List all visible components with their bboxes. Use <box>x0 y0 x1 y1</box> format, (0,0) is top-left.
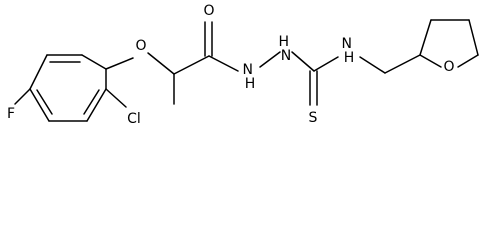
ether-to-ch-bond <box>147 52 175 75</box>
atom-label-ether-oxygen: O <box>135 38 146 54</box>
atom-label-carbonyl-oxygen: O <box>203 3 214 19</box>
ether-oxygen-text: O <box>135 38 146 54</box>
thione-sulfur-text: S <box>309 110 318 126</box>
thione-double-bond <box>309 70 318 106</box>
atom-label-thione-sulfur: S <box>309 110 318 126</box>
fluorine-text: F <box>7 106 15 122</box>
benzene-ring <box>29 54 107 122</box>
tetrahydrofuran-ring <box>419 19 479 68</box>
hydrazide-nh-lower-text: N H <box>243 62 258 92</box>
ch-to-carbonyl-bond <box>173 55 210 75</box>
ring-to-fluoro-bond <box>14 88 31 105</box>
ring-oxygen-text: O <box>443 59 454 75</box>
atom-label-hydrazide-nh-lower: N H <box>243 62 258 92</box>
nh-to-ch2-bond <box>359 56 386 74</box>
thiocarbonyl-to-nh-bond <box>313 56 339 72</box>
carbonyl-oxygen-text: O <box>203 3 214 19</box>
thioamide-nh-text: N H <box>342 36 357 66</box>
nh-to-thiocarbonyl-bond <box>291 51 315 72</box>
ch2-to-ring-bond <box>384 54 421 74</box>
atom-label-ring-oxygen: O <box>443 59 454 75</box>
chlorine-text: Cl <box>127 111 141 127</box>
atom-label-hydrazide-nh-upper: H N <box>279 34 294 64</box>
carbonyl-to-nh-bond <box>208 55 239 72</box>
atom-label-fluorine: F <box>7 106 15 122</box>
ring-to-chloro-bond <box>105 88 127 108</box>
atom-label-thioamide-nh: N H <box>342 36 357 66</box>
atom-label-chlorine: Cl <box>127 111 141 127</box>
carbonyl-double-bond <box>204 21 213 57</box>
chemical-structure-diagram: O O H N N H S N H O Cl F <box>7 3 479 127</box>
n-n-bond <box>259 51 281 68</box>
hydrazide-nh-upper-text: H N <box>279 34 294 64</box>
ring-to-ether-bond <box>105 57 134 70</box>
